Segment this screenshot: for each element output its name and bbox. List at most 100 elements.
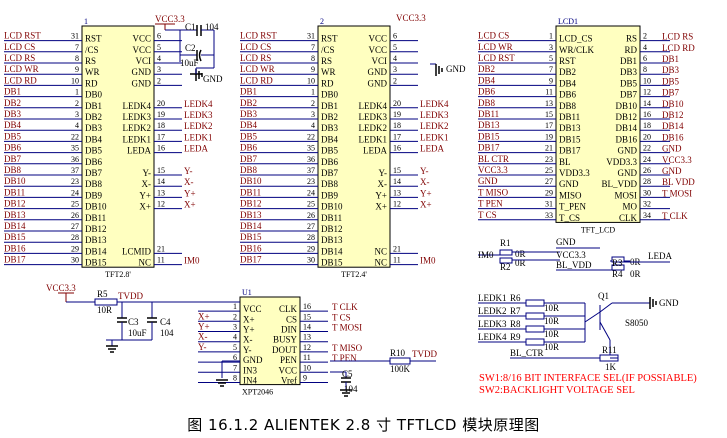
pin-number: 3	[311, 110, 315, 119]
net-label-t_mosi: T MOSI	[662, 188, 692, 198]
pin-number: 36	[307, 155, 315, 164]
pin-name-db13: DB13	[85, 235, 107, 245]
pin-name-leda: LEDA	[363, 146, 387, 156]
pin-name-miso: MISO	[559, 190, 582, 200]
pin-number: 21	[157, 244, 165, 253]
pin-number: 14	[157, 177, 165, 186]
net-label-db12: DB12	[4, 199, 26, 209]
pen-pullup: R10 100K TVDD C5 104	[330, 348, 437, 397]
pin-number: 28	[643, 177, 651, 186]
pin-number: 4	[75, 121, 79, 130]
pin-name-db3: DB3	[85, 123, 103, 133]
r5-ref: R5	[97, 289, 108, 299]
pin-name-vcc: VCC	[368, 45, 387, 55]
pin-name-vci: VCI	[136, 56, 152, 66]
pin-number: 1	[233, 302, 237, 311]
pin-number: 33	[545, 211, 553, 220]
net-label-db4: DB4	[240, 120, 258, 130]
pin-name-dout: DOUT	[272, 345, 297, 355]
pin-name-ledk4: LEDK4	[359, 101, 388, 111]
pin-number: 17	[545, 121, 553, 130]
net-label-y-: Y-	[184, 166, 193, 176]
pin-name-db4: DB4	[559, 78, 577, 88]
pin-name-clk: CLK	[279, 304, 298, 314]
pin-number: 15	[393, 166, 401, 175]
pin-number: 25	[545, 166, 553, 175]
pin-name-db0: DB0	[85, 90, 103, 100]
note-sw1: SW1:8/16 BIT INTERFACE SEL(IF POSSIABLE)	[479, 373, 697, 384]
pin-number: 5	[157, 43, 161, 52]
g-u4-ref: U1	[242, 288, 252, 297]
net-label-db4: DB4	[478, 75, 496, 85]
pin-number: 6	[643, 54, 647, 63]
pin-number: 30	[643, 188, 651, 197]
pin-number: 6	[157, 32, 161, 41]
pin-number: 16	[303, 302, 311, 311]
ledk1-net: LEDK1	[478, 293, 507, 303]
pin-name-vci: VCI	[372, 56, 388, 66]
pin-name-y-: Y-	[379, 168, 388, 178]
net-label-db6: DB6	[4, 143, 22, 153]
pin-name-t_pen: T_PEN	[559, 202, 587, 212]
pin-number: 1	[549, 32, 553, 41]
r1-value: 0R	[515, 249, 526, 259]
pin-name-nc: NC	[374, 258, 387, 268]
pin-name-vcc: VCC	[243, 304, 262, 314]
r6-value: 10R	[544, 303, 559, 313]
pin-number: 20	[393, 99, 401, 108]
pin-number: 26	[307, 211, 315, 220]
pin-number: 12	[643, 88, 651, 97]
net-label-t_clk: T CLK	[332, 302, 358, 312]
pin-name-db13: DB13	[559, 123, 581, 133]
pin-number: 9	[303, 374, 307, 383]
pin-name-db5: DB5	[620, 78, 638, 88]
net-label-db11: DB11	[478, 109, 499, 119]
gnd-label-u2: GND	[446, 64, 466, 74]
pin-name-rst: RST	[85, 34, 102, 44]
pin-name-db5: DB5	[85, 146, 103, 156]
r3-ref: R3	[612, 258, 623, 268]
net-label-lcd_wr: LCD WR	[4, 64, 39, 74]
net-label-lcd_rst: LCD RST	[4, 31, 41, 41]
pin-name-db11: DB11	[85, 213, 106, 223]
pin-number: 34	[643, 211, 651, 220]
net-label-lcd_rs: LCD RS	[240, 53, 271, 63]
pin-number: 6	[393, 32, 397, 41]
net-label-bl_ctr: BL CTR	[478, 154, 509, 164]
net-label-vcc3.3: VCC3.3	[662, 155, 692, 165]
pin-number: 10	[307, 76, 315, 85]
net-label-ledk3: LEDK3	[420, 110, 449, 120]
pin-name-bl_vdd: BL_VDD	[602, 179, 638, 189]
net-label-t_pen: T PEN	[332, 353, 357, 363]
pin-number: 27	[545, 177, 553, 186]
pin-name-db1: DB1	[321, 101, 338, 111]
pin-name-rs: RS	[626, 34, 637, 44]
pin-number: 17	[393, 132, 401, 141]
r9-ref: R9	[510, 332, 521, 342]
net-label-ledk1: LEDK1	[420, 132, 449, 142]
g-u1-body	[81, 25, 155, 268]
pin-number: 4	[393, 54, 397, 63]
ledk4-net: LEDK4	[478, 332, 507, 342]
pin-name-db9: DB9	[321, 190, 339, 200]
pin-name-db14: DB14	[615, 123, 637, 133]
pin-name-/cs: /CS	[321, 45, 335, 55]
net-label-t_miso: T MISO	[478, 187, 509, 197]
r6-ref: R6	[510, 293, 521, 303]
pin-number: 24	[307, 188, 315, 197]
net-label-db16: DB16	[662, 132, 684, 142]
pin-number: 13	[393, 188, 401, 197]
gnd-net-r1: GND	[556, 237, 576, 247]
pin-number: 8	[75, 54, 79, 63]
net-label-y-: Y-	[420, 166, 429, 176]
pin-name-gnd: GND	[559, 179, 579, 189]
pin-name-y-: Y-	[243, 345, 252, 355]
pin-number: 27	[71, 222, 79, 231]
pin-number: 20	[643, 132, 651, 141]
pin-name-db3: DB3	[620, 67, 638, 77]
pin-number: 16	[393, 144, 401, 153]
